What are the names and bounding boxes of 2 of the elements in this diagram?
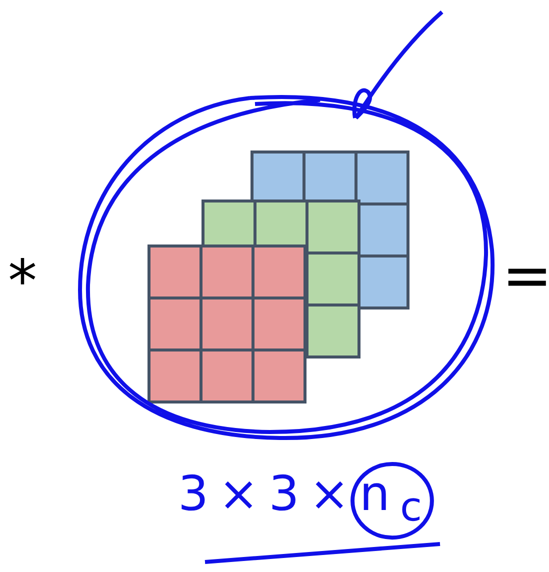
equals-sign: =: [502, 246, 549, 306]
convolution-operator: *: [8, 252, 37, 310]
